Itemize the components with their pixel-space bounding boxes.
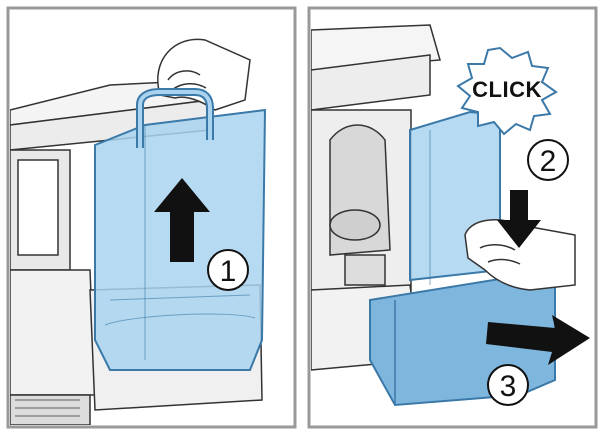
step-badge-3: 3	[487, 364, 529, 406]
step-badge-1: 1	[207, 249, 249, 291]
step-label-2: 2	[540, 145, 557, 178]
arrow-right-icon	[486, 315, 590, 365]
arrow-down-icon	[497, 190, 541, 248]
arrow-up-icon	[154, 178, 210, 262]
click-label: CLICK	[472, 77, 542, 102]
coffee-machine-body	[10, 79, 263, 425]
panel-left: 1	[6, 6, 297, 429]
step-label-3: 3	[500, 370, 517, 403]
hand-pressing	[464, 219, 576, 291]
panel-right: CLICK 2 3	[307, 6, 598, 429]
step-badge-2: 2	[527, 139, 569, 181]
step-label-1: 1	[220, 255, 237, 288]
click-badge: CLICK	[456, 46, 558, 136]
machine-interior	[311, 24, 441, 371]
